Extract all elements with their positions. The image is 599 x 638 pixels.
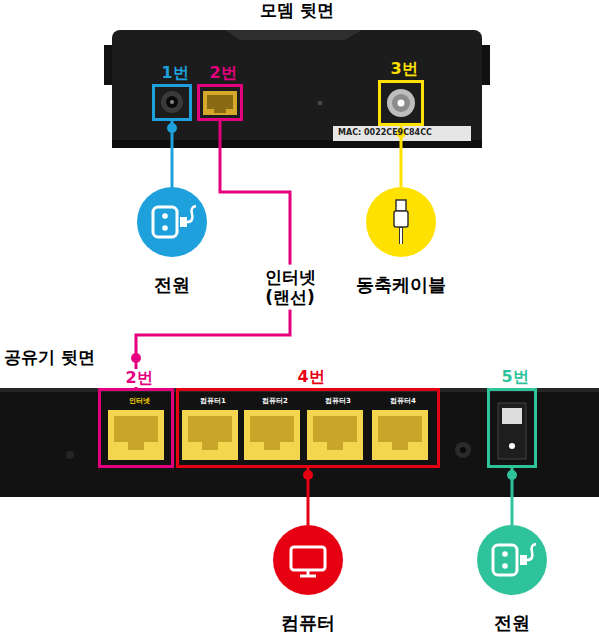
dc-jack <box>455 442 471 458</box>
monitor-stand <box>307 570 310 575</box>
lan-port-notch <box>128 442 144 450</box>
outlet-hole <box>162 213 168 219</box>
lan-port <box>108 410 164 460</box>
power-switch <box>498 403 526 459</box>
power-jack-hole <box>166 96 178 108</box>
node-label: 3번 <box>374 60 434 78</box>
node-label: 4번 <box>261 368 361 386</box>
lan-port <box>182 410 238 460</box>
lan-port-notch <box>202 442 218 450</box>
plug-cord <box>187 206 196 222</box>
plug-body <box>180 217 187 227</box>
node-label: 2번 <box>109 369 169 387</box>
outlet-icon <box>153 206 196 237</box>
node-label: 모뎀 뒷면 <box>112 1 482 21</box>
router-body: 공유기 뒷면2번인터넷4번컴퓨터1컴퓨터2컴퓨터3컴퓨터45번 <box>0 388 599 497</box>
port-highlight: 4번컴퓨터1컴퓨터2컴퓨터3컴퓨터4 <box>176 388 440 468</box>
icon-circle: 전원 <box>477 525 547 595</box>
node-label: 1번 <box>145 64 205 82</box>
node-label: 컴퓨터 <box>238 613 378 634</box>
lan-port-socket <box>250 416 294 442</box>
monitor-screen <box>291 547 325 570</box>
node-label: 5번 <box>485 368 545 386</box>
port-highlight: 2번 <box>197 84 243 121</box>
lan-port-socket <box>188 416 232 442</box>
icon-circle: 동축케이블 <box>366 187 436 257</box>
modem-ridge <box>225 30 362 40</box>
lan-port-socket <box>313 416 357 442</box>
switch-rocker <box>502 408 522 424</box>
usb-tip <box>396 200 406 211</box>
lan-port-socket <box>378 416 422 442</box>
coax-port-pin <box>398 100 405 107</box>
lan-port-notch <box>327 442 343 450</box>
icon-circle: 전원 <box>137 187 207 257</box>
lan-port-notch <box>214 108 226 113</box>
monitor-icon <box>291 547 325 576</box>
modem-base <box>112 140 482 148</box>
port-label: 컴퓨터3 <box>313 397 363 405</box>
connector-label: 인터넷 (랜선) <box>253 265 327 310</box>
node-label: 동축케이블 <box>321 275 481 296</box>
port-label: 컴퓨터1 <box>188 397 238 405</box>
monitor-base <box>300 575 316 578</box>
lan-port <box>307 410 363 460</box>
usb-cable <box>400 228 402 244</box>
outlet-icon <box>493 544 536 575</box>
lan-port-socket <box>114 416 158 442</box>
usb-icon <box>394 200 408 244</box>
connector-dot <box>167 123 177 133</box>
coax-port-ring <box>392 94 410 112</box>
outlet-frame <box>153 207 177 237</box>
lan-port-notch <box>392 442 408 450</box>
lan-port <box>244 410 300 460</box>
usb-body <box>394 211 408 227</box>
dc-jack-hole <box>460 447 466 453</box>
power-jack-pin <box>170 100 174 104</box>
lan-port <box>372 410 428 460</box>
node-label: 2번 <box>193 64 253 82</box>
outlet-hole <box>502 551 508 557</box>
icon-circle: 컴퓨터 <box>273 525 343 595</box>
screw-hole <box>318 101 323 106</box>
port-highlight: 5번 <box>487 388 537 468</box>
node-label: 공유기 뒷면 <box>4 348 224 368</box>
port-label: 컴퓨터4 <box>378 397 428 405</box>
connector-dot <box>303 470 313 480</box>
connector-dot <box>507 470 517 480</box>
lan-port-notch <box>264 442 280 450</box>
plug-cord <box>527 544 536 560</box>
port-label: 인터넷 <box>109 397 169 405</box>
port-highlight: 3번 <box>378 80 424 126</box>
port-highlight: 1번 <box>152 84 192 121</box>
outlet-hole <box>502 563 508 569</box>
router-button <box>66 451 74 459</box>
mac-label: MAC: 0022CE9C84CC <box>338 129 432 138</box>
port-highlight: 2번인터넷 <box>98 388 174 468</box>
usb-cable-outline <box>399 227 403 244</box>
connector-dot <box>131 353 141 363</box>
coax-port <box>387 89 415 117</box>
outlet-frame <box>493 545 517 575</box>
lan-port-socket <box>207 95 233 109</box>
node-label: 전원 <box>102 275 242 296</box>
node-label: 전원 <box>442 613 582 634</box>
cable-line <box>136 121 290 388</box>
outlet-hole <box>162 225 168 231</box>
plug-body <box>520 555 527 565</box>
port-label: 컴퓨터2 <box>250 397 300 405</box>
router-body <box>0 388 599 497</box>
power-jack <box>161 91 183 113</box>
switch-mark <box>509 443 515 449</box>
lan-port <box>203 91 237 115</box>
modem-body <box>112 30 482 148</box>
